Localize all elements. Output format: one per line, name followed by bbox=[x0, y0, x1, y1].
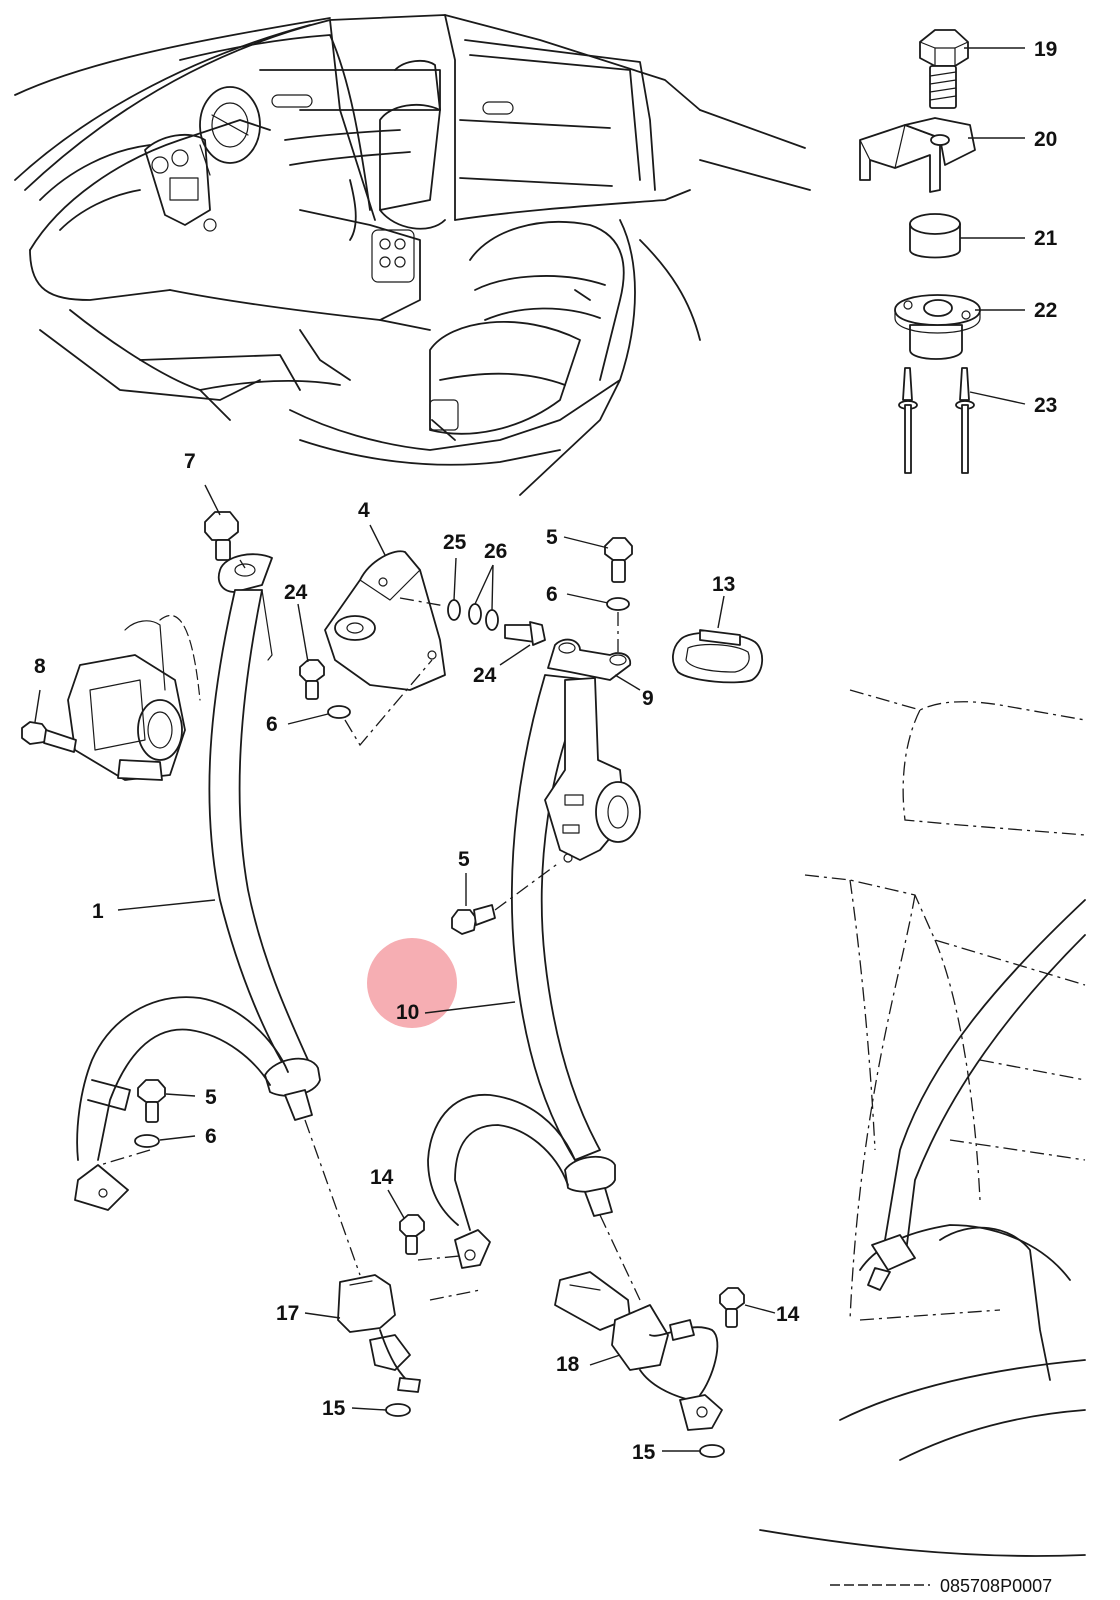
bolt-19 bbox=[919, 29, 969, 109]
callout-5-low: 5 bbox=[205, 1086, 217, 1109]
callout-7: 7 bbox=[184, 450, 196, 473]
callout-25: 25 bbox=[443, 531, 467, 554]
callout-5-mid: 5 bbox=[458, 848, 470, 871]
callout-26: 26 bbox=[484, 540, 507, 563]
leader-lines bbox=[34, 47, 1026, 1586]
callout-14-left: 14 bbox=[370, 1166, 394, 1189]
drawing-reference: 085708P0007 bbox=[940, 1576, 1052, 1596]
callout-9: 9 bbox=[642, 687, 654, 710]
callout-1: 1 bbox=[92, 900, 104, 923]
belt-assembly-1 bbox=[21, 511, 481, 1417]
callout-20: 20 bbox=[1034, 128, 1057, 151]
anchor-bracket-4 bbox=[299, 550, 546, 747]
buckle-17 bbox=[337, 1274, 421, 1393]
callout-5-top: 5 bbox=[546, 526, 558, 549]
callout-19: 19 bbox=[1034, 38, 1057, 61]
callout-4: 4 bbox=[358, 499, 370, 522]
rivets-23 bbox=[898, 367, 975, 474]
callout-23: 23 bbox=[1034, 394, 1057, 417]
belt-assembly-10 bbox=[427, 537, 745, 1458]
callout-6-mid: 6 bbox=[266, 713, 278, 736]
callout-15-right: 15 bbox=[632, 1441, 656, 1464]
callout-6-low: 6 bbox=[205, 1125, 217, 1148]
rivnut-fixing-kit bbox=[859, 29, 981, 474]
callout-14-right: 14 bbox=[776, 1303, 800, 1326]
u-clip-20 bbox=[859, 117, 976, 193]
highlight-marker bbox=[367, 938, 457, 1028]
callout-labels: 19 20 21 22 23 7 4 25 26 5 6 13 24 24 8 … bbox=[34, 38, 1058, 1596]
callout-17: 17 bbox=[276, 1302, 299, 1325]
car-interior-illustration bbox=[14, 14, 811, 496]
callout-15-left: 15 bbox=[322, 1397, 346, 1420]
callout-8: 8 bbox=[34, 655, 46, 678]
callout-24-right: 24 bbox=[473, 664, 497, 687]
callout-13: 13 bbox=[712, 573, 735, 596]
callout-21: 21 bbox=[1034, 227, 1058, 250]
callout-6-top: 6 bbox=[546, 583, 558, 606]
callout-22: 22 bbox=[1034, 299, 1057, 322]
callout-18: 18 bbox=[556, 1353, 580, 1376]
rear-seat-outline bbox=[759, 689, 1086, 1557]
spacer-21 bbox=[909, 213, 961, 259]
callout-24-left: 24 bbox=[284, 581, 308, 604]
rivnut-22 bbox=[894, 294, 981, 360]
buckle-18 bbox=[554, 1271, 723, 1431]
cover-13 bbox=[672, 629, 764, 684]
callout-10: 10 bbox=[396, 1001, 419, 1024]
retractor-8 bbox=[67, 614, 201, 781]
